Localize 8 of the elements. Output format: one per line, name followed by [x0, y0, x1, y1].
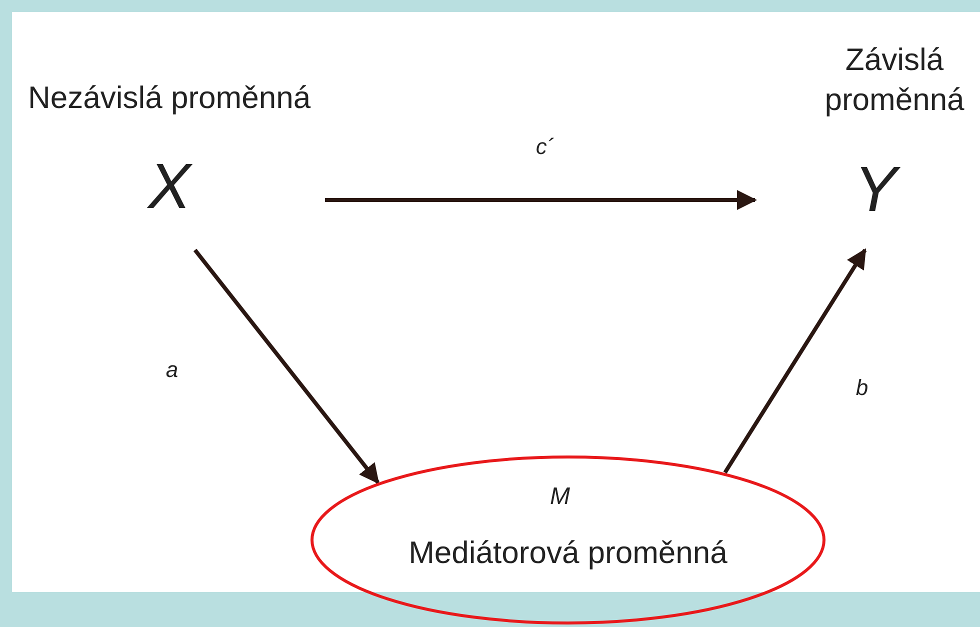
variable-symbol: X [148, 154, 191, 218]
arrow [325, 190, 757, 210]
variable-heading: Závislá proměnná [824, 41, 966, 120]
variable-heading: Nezávislá proměnná [28, 79, 311, 117]
mediator-label: Mediátorová proměnná [408, 534, 728, 572]
arrow [723, 248, 867, 474]
arrow [193, 248, 380, 484]
mediator-symbol: M [550, 483, 570, 511]
